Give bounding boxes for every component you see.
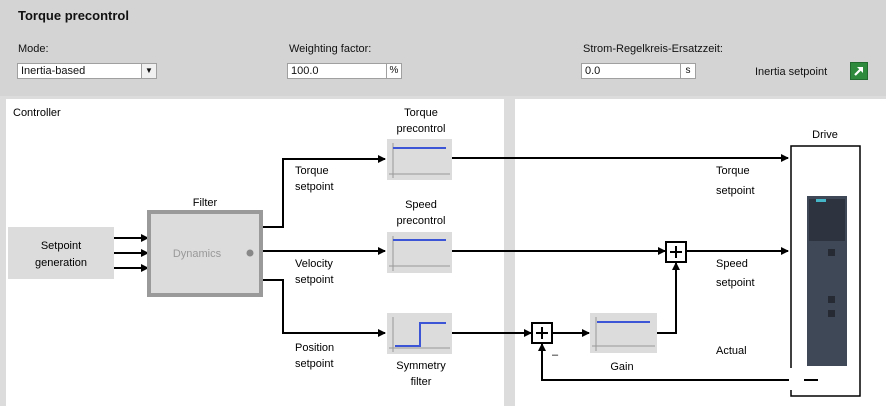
weighting-factor-unit: % — [386, 64, 401, 78]
setpoint-generation-line2: generation — [35, 257, 87, 269]
out-speed-line1: Speed — [716, 258, 748, 270]
actual-label: Actual — [716, 345, 747, 357]
speed-precontrol-block[interactable] — [387, 232, 452, 273]
strom-label: Strom-Regelkreis-Ersatzzeit: — [583, 43, 723, 55]
position-setpoint-line2: setpoint — [295, 358, 334, 370]
weighting-factor-field[interactable]: 100.0 % — [287, 63, 402, 79]
strom-value: 0.0 — [585, 65, 601, 77]
drive-label: Drive — [812, 129, 838, 141]
torque-precontrol-line1: Torque — [404, 107, 438, 119]
filter-block[interactable] — [147, 210, 263, 297]
velocity-setpoint-line2: setpoint — [295, 274, 334, 286]
mode-label: Mode: — [18, 43, 49, 55]
out-torque-line2: setpoint — [716, 185, 755, 197]
weighting-factor-label: Weighting factor: — [289, 43, 372, 55]
torque-setpoint-line1: Torque — [295, 165, 329, 177]
gain-to-sum-line — [657, 262, 680, 334]
gain-label: Gain — [610, 361, 633, 373]
symmetry-filter-curve — [395, 322, 446, 347]
speed-precontrol-line1: Speed — [405, 199, 437, 211]
weighting-factor-value: 100.0 — [291, 65, 319, 77]
setpoint-generation-block[interactable] — [8, 227, 114, 279]
speed-precontrol-line2: precontrol — [397, 215, 446, 227]
filter-label: Filter — [193, 197, 218, 209]
torque-precontrol-block[interactable] — [387, 139, 452, 180]
velocity-setpoint-line1: Velocity — [295, 258, 333, 270]
strom-unit: s — [680, 64, 695, 78]
controller-label: Controller — [13, 107, 61, 119]
out-torque-line1: Torque — [716, 165, 750, 177]
mode-value: Inertia-based — [21, 65, 86, 77]
arrow-up-right-icon — [854, 67, 863, 76]
parameter-header: Torque precontrol Mode: Inertia-based ▼ … — [0, 0, 886, 96]
inertia-setpoint-label: Inertia setpoint — [755, 66, 828, 78]
position-setpoint-line1: Position — [295, 342, 334, 354]
drive-logo — [816, 199, 826, 202]
torque-precontrol-line2: precontrol — [397, 123, 446, 135]
filter-output-dot — [246, 249, 254, 257]
chevron-down-icon[interactable]: ▼ — [141, 64, 156, 78]
strom-field[interactable]: 0.0 s — [581, 63, 696, 79]
symmetry-filter-line2: filter — [411, 376, 432, 388]
position-branch — [263, 279, 386, 337]
actual-feedback-line — [538, 343, 790, 381]
gain-block[interactable] — [590, 313, 657, 353]
symmetry-filter-line1: Symmetry — [396, 360, 446, 372]
minus-sign: – — [552, 349, 559, 361]
inertia-setpoint-button[interactable] — [850, 62, 868, 80]
page-title: Torque precontrol — [18, 8, 129, 23]
dynamics-label: Dynamics — [173, 248, 222, 260]
torque-setpoint-line2: setpoint — [295, 181, 334, 193]
setpoint-generation-line1: Setpoint — [41, 240, 81, 252]
mode-select[interactable]: Inertia-based ▼ — [17, 63, 157, 79]
torque-branch — [263, 155, 386, 228]
out-speed-line2: setpoint — [716, 277, 755, 289]
